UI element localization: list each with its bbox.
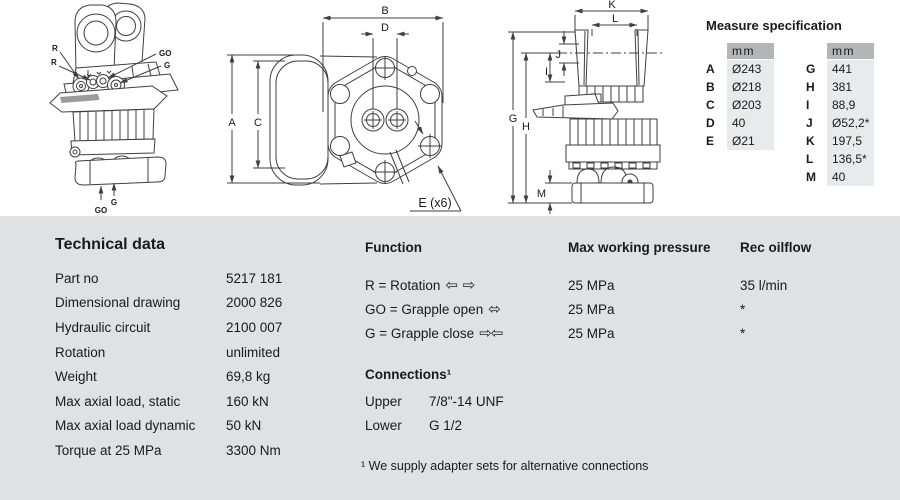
dim-label-m: M <box>537 188 546 200</box>
pressure-value: 25 MPa <box>568 325 615 341</box>
function-block: Function R = Rotation ⇦ ⇨ GO = Grapple o… <box>365 239 575 346</box>
port-label-r1: R <box>52 44 58 53</box>
rotator-body-outline <box>49 2 179 186</box>
rotation-arrows-icon: ⇦ ⇨ <box>445 276 476 295</box>
dim-label-l: L <box>612 13 618 25</box>
adapter-footnote: ¹ We supply adapter sets for alternative… <box>361 459 649 473</box>
pressure-value: 25 MPa <box>568 277 615 293</box>
technical-data-title: Technical data <box>55 236 165 253</box>
dim-label-d: D <box>381 22 389 34</box>
pressure-block: Max working pressure 25 MPa 25 MPa 25 MP… <box>568 239 738 346</box>
grapple-open-arrows-icon: ⬄ <box>488 300 501 319</box>
function-title: Function <box>365 240 422 255</box>
drawings-section: R R GO G GO G <box>0 0 900 216</box>
connections-title: Connections¹ <box>365 367 452 382</box>
port-leader-lines <box>58 51 162 200</box>
pressure-title: Max working pressure <box>568 240 711 255</box>
dim-label-i: I <box>545 66 548 78</box>
dim-label-a: A <box>228 117 236 129</box>
dim-label-b: B <box>381 5 388 17</box>
dim-label-h: H <box>522 121 530 133</box>
oilflow-value: * <box>740 325 746 341</box>
unit-header: mm <box>727 43 774 59</box>
pressure-value: 25 MPa <box>568 301 615 317</box>
dim-label-g: G <box>509 113 518 125</box>
function-row: R = Rotation ⇦ ⇨ <box>365 276 476 295</box>
unit-header: mm <box>827 43 874 59</box>
dim-label-e: E (x6) <box>418 196 451 210</box>
measure-spec-title: Measure specification <box>706 18 842 33</box>
oilflow-block: Rec oilflow 35 l/min * * <box>740 239 880 346</box>
port-label-go: GO <box>159 49 171 58</box>
dim-label-k: K <box>608 0 616 11</box>
brand-logo-mark <box>60 94 100 103</box>
oilflow-value: 35 l/min <box>740 277 788 293</box>
front-view-drawing: A C B D E (x6) <box>225 5 462 212</box>
port-label-go-bottom: GO <box>95 206 107 215</box>
dim-label-j: J <box>556 49 562 61</box>
port-label-g: G <box>164 61 170 70</box>
function-row: G = Grapple close ⇨⇦ <box>365 324 503 343</box>
grapple-close-arrows-icon: ⇨⇦ <box>479 324 503 343</box>
perspective-drawing: R R GO G GO G <box>49 2 179 215</box>
oilflow-value: * <box>740 301 746 317</box>
side-body-outline <box>532 29 663 204</box>
oilflow-title: Rec oilflow <box>740 240 812 255</box>
port-label-g-bottom: G <box>111 198 117 207</box>
dim-label-c: C <box>254 117 262 129</box>
function-row: GO = Grapple open ⬄ <box>365 300 501 319</box>
port-label-r2: R <box>51 58 57 67</box>
side-view-drawing: K L G H J I M <box>506 0 663 214</box>
flange-outline <box>269 54 443 186</box>
